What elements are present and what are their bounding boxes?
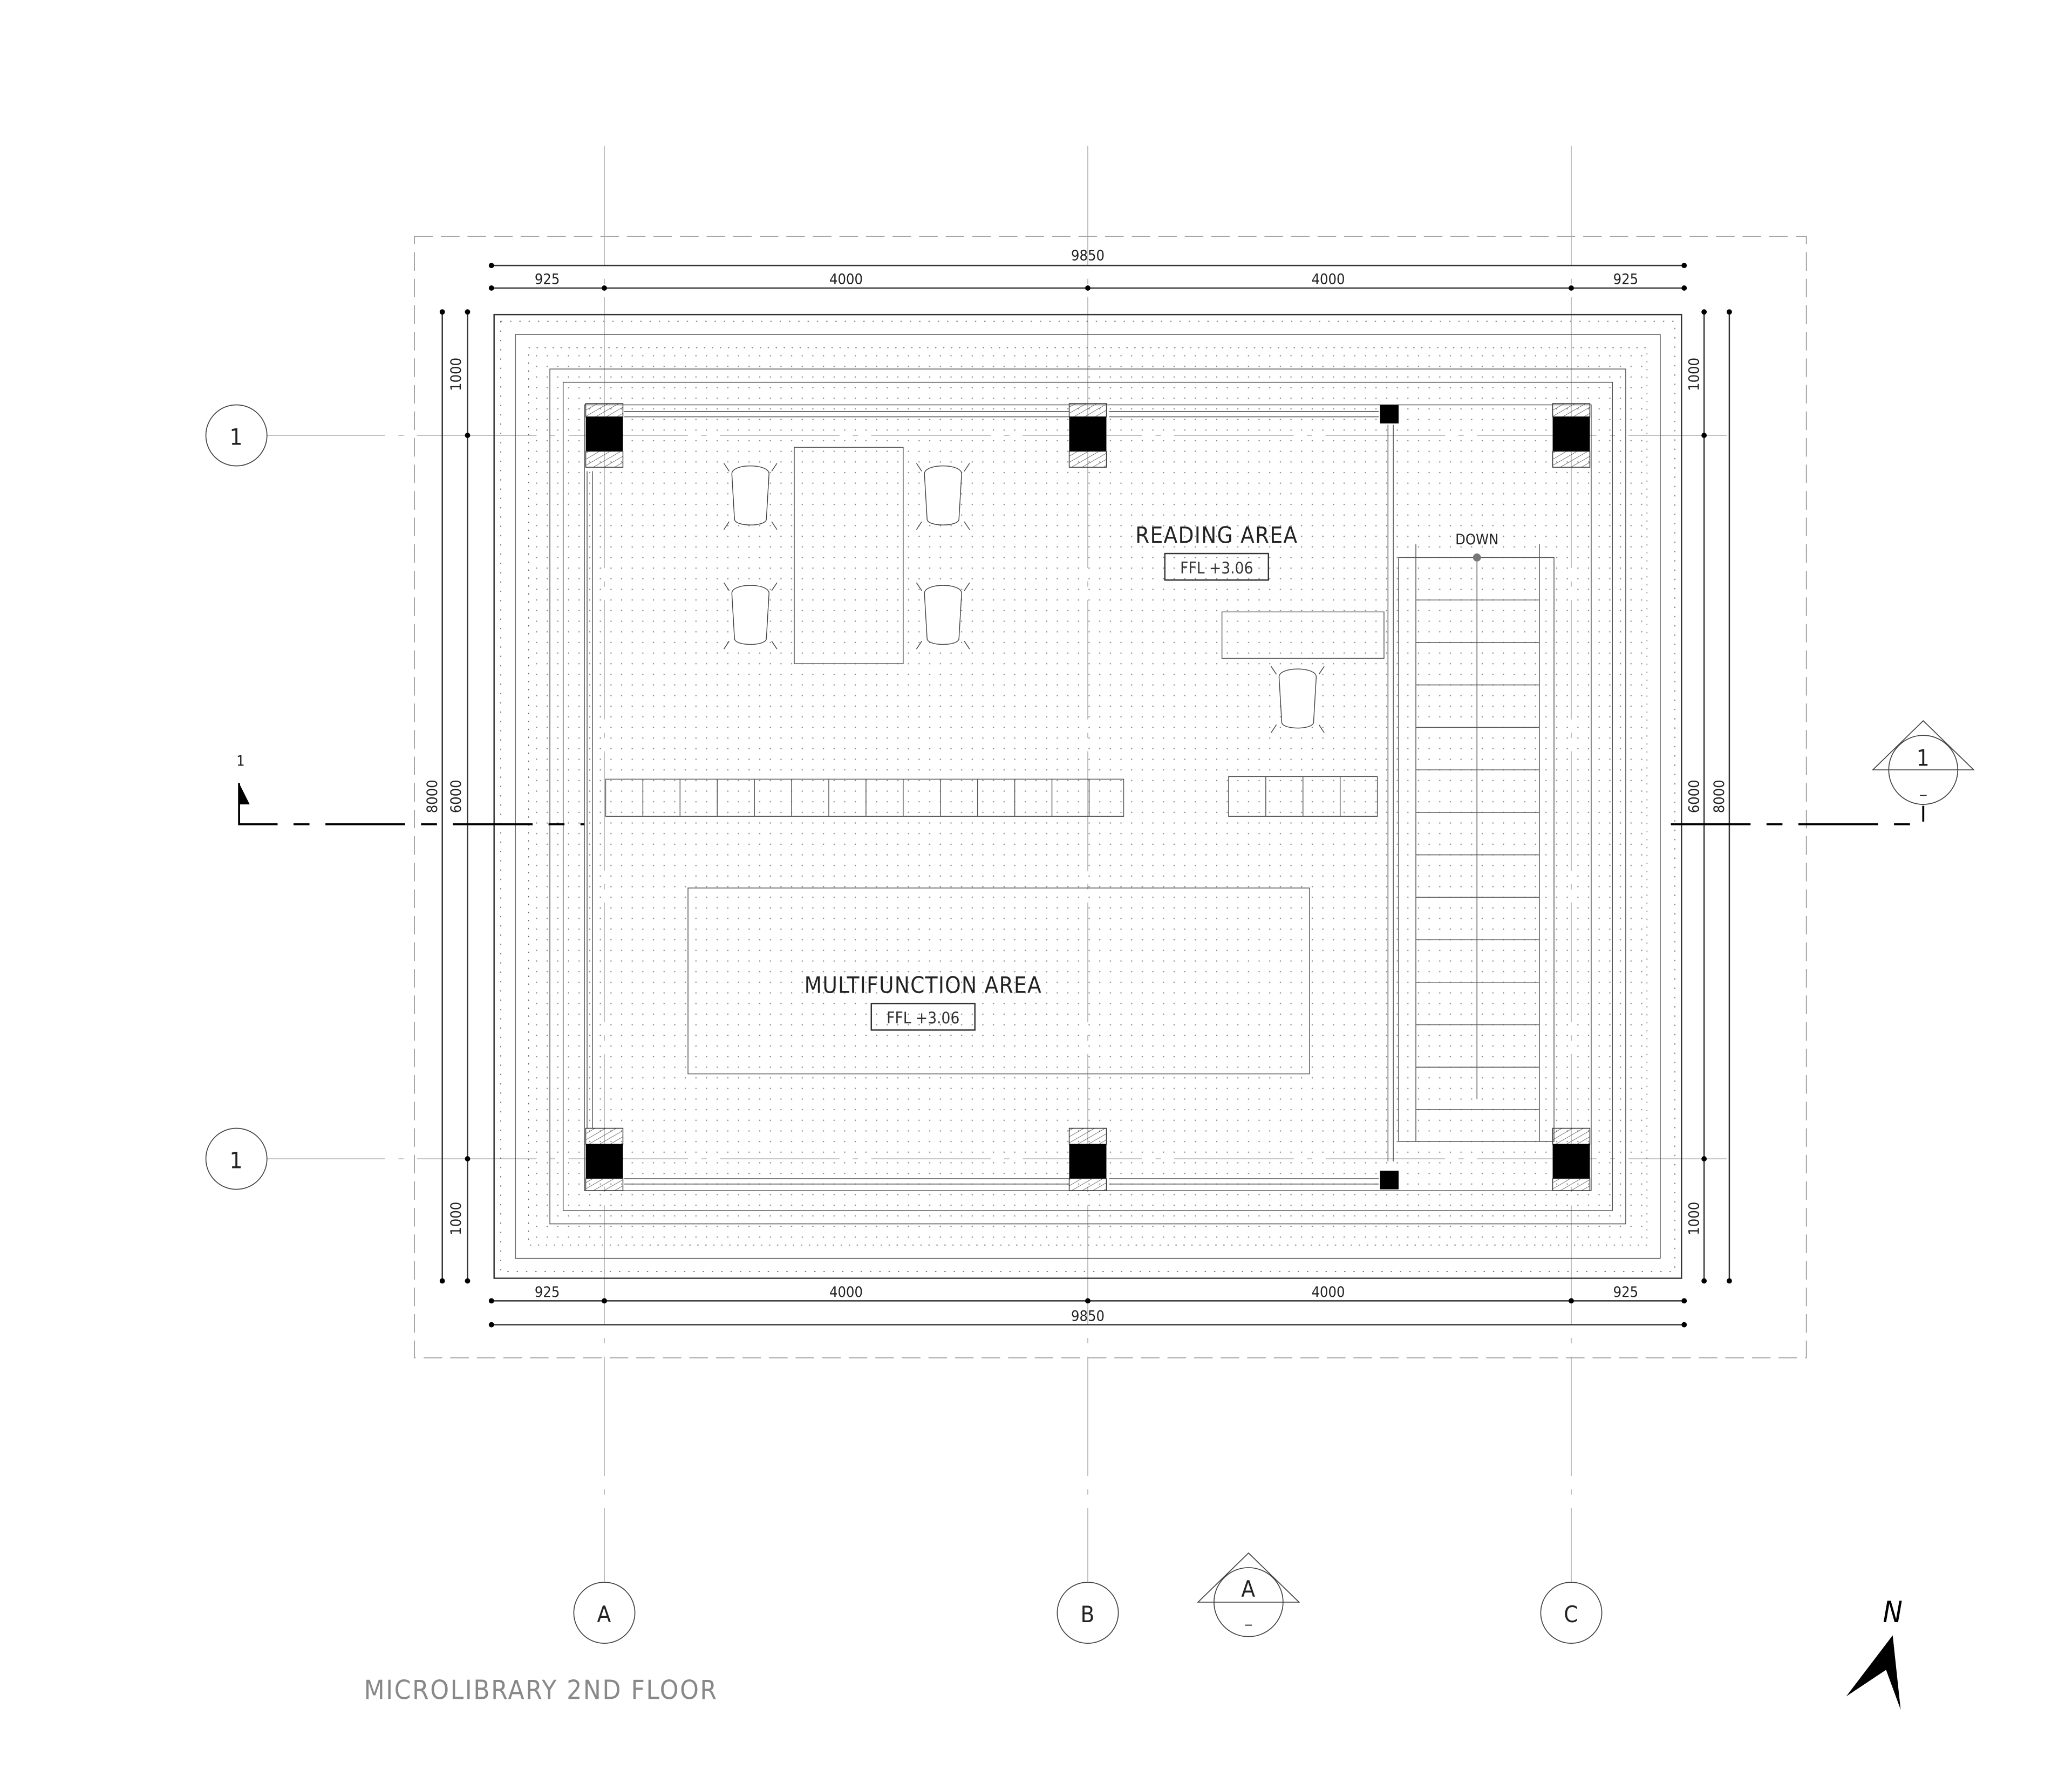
- dim-right-total: 8000: [1711, 780, 1728, 813]
- dim-bottom-seg-1: 925: [535, 1284, 560, 1301]
- stair-direction-label: DOWN: [1455, 531, 1498, 548]
- north-label: N: [1883, 1595, 1902, 1629]
- dim-left-seg-1: 1000: [448, 358, 465, 391]
- section-right-label: 1: [1917, 745, 1930, 771]
- dim-bottom-seg-2: 4000: [829, 1284, 863, 1301]
- north-arrow: N: [1846, 1595, 1903, 1710]
- dim-top-seg-2: 4000: [829, 271, 863, 288]
- dim-top-seg-4: 925: [1613, 271, 1638, 288]
- dim-bottom-seg-4: 925: [1613, 1284, 1638, 1301]
- grid-bubble-col-a: A: [573, 1582, 636, 1644]
- dim-top-seg-3: 4000: [1312, 271, 1345, 288]
- drawing-title: MICROLIBRARY 2ND FLOOR: [364, 1674, 718, 1706]
- structural-columns: [585, 403, 1591, 1191]
- bookshelf-long: [605, 778, 1124, 817]
- bottom-dimensions: 925 4000 4000 925 9850: [488, 1284, 1687, 1328]
- right-dimensions: 1000 6000 1000 8000: [1686, 309, 1732, 1284]
- svg-text:1: 1: [230, 423, 243, 450]
- dim-left-seg-3: 1000: [448, 1202, 465, 1235]
- column-c1: [1552, 403, 1591, 468]
- column-a1: [585, 403, 624, 468]
- dim-top-seg-1: 925: [535, 271, 560, 288]
- dim-right-seg-2: 6000: [1686, 780, 1702, 813]
- table: [794, 447, 904, 665]
- dim-top-total: 9850: [1071, 247, 1105, 264]
- grid-bubble-col-b: B: [1057, 1582, 1119, 1644]
- room-name: MULTIFUNCTION AREA: [805, 972, 1042, 999]
- section-right-sub: _: [1919, 780, 1927, 796]
- reading-desk: [1221, 611, 1385, 659]
- dim-bottom-seg-3: 4000: [1312, 1284, 1345, 1301]
- grid-bubble-col-c: C: [1540, 1582, 1603, 1644]
- multifunction-area-outline: [687, 887, 1310, 1075]
- post-top: [1380, 405, 1399, 423]
- north-arrow-icon: [1846, 1635, 1901, 1710]
- svg-text:_: _: [1245, 1609, 1252, 1626]
- dim-right-seg-3: 1000: [1686, 1202, 1702, 1235]
- svg-text:1: 1: [230, 1147, 243, 1173]
- section-left-label: 1: [236, 753, 245, 770]
- column-b1: [1068, 403, 1107, 468]
- top-dimensions: 9850 925 4000 4000 925: [488, 247, 1687, 291]
- column-b2: [1068, 1127, 1107, 1191]
- column-a2: [585, 1127, 624, 1191]
- bookshelf-short: [1228, 776, 1378, 817]
- grid-bubble-row-1-top: 1: [205, 404, 268, 467]
- left-dimensions: 1000 6000 1000 8000: [424, 309, 471, 1284]
- dim-bottom-total: 9850: [1071, 1308, 1105, 1324]
- room-label-multifunction: MULTIFUNCTION AREA FFL +3.06: [805, 972, 1042, 1031]
- elevation-marker-a: A _: [1197, 1552, 1300, 1637]
- reading-table-group: [723, 447, 970, 665]
- windows: [587, 411, 1394, 1185]
- dim-left-total: 8000: [424, 780, 441, 813]
- section-arrow-icon: [239, 783, 250, 805]
- svg-text:A: A: [597, 1601, 612, 1628]
- room-name: READING AREA: [1135, 522, 1298, 548]
- section-marker-right: 1 _: [1871, 720, 1975, 805]
- room-level: FFL +3.06: [887, 1009, 959, 1027]
- room-level: FFL +3.06: [1180, 559, 1253, 577]
- svg-text:A: A: [1241, 1576, 1256, 1602]
- column-c2: [1552, 1127, 1591, 1191]
- room-label-reading: READING AREA FFL +3.06: [1135, 522, 1298, 581]
- dim-left-seg-2: 6000: [448, 780, 465, 813]
- site-boundary: [414, 236, 1807, 1359]
- staircase: DOWN: [1398, 531, 1555, 1142]
- dim-right-seg-1: 1000: [1686, 358, 1702, 391]
- grid-bubble-row-1-bottom: 1: [205, 1127, 268, 1190]
- svg-text:B: B: [1080, 1601, 1095, 1628]
- building-envelope: [493, 313, 1682, 1279]
- section-cut-line: 1 1 _: [236, 720, 1975, 825]
- svg-text:C: C: [1564, 1601, 1579, 1628]
- post-bottom: [1380, 1171, 1399, 1190]
